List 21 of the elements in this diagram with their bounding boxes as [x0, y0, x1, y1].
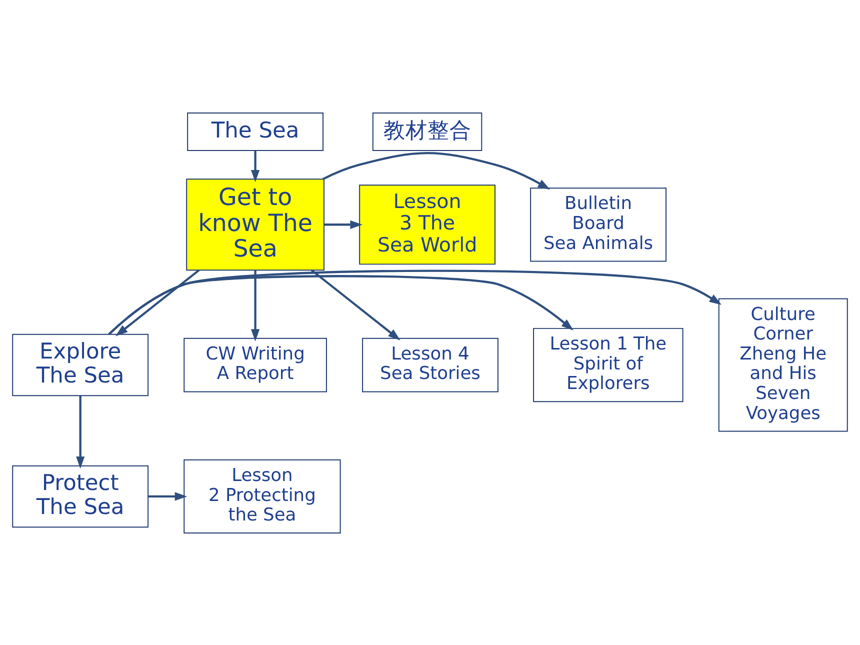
- node-box: 教材整合: [372, 112, 482, 150]
- node-box: Lesson 4 Sea Stories: [362, 337, 498, 392]
- node-box: Lesson 3 The Sea World: [359, 184, 496, 264]
- arrow: [148, 492, 188, 500]
- node-box: Culture Corner Zheng He and His Seven Voyages: [718, 298, 848, 432]
- node-box: Lesson 2 Protecting the Sea: [184, 458, 341, 534]
- node-box: Protect The Sea: [12, 464, 149, 528]
- node-box: Explore The Sea: [12, 333, 149, 396]
- arrow: [76, 395, 85, 468]
- arrow: [251, 150, 260, 182]
- arrow: [251, 270, 260, 341]
- node-box: Lesson 1 The Spirit of Explorers: [533, 327, 684, 402]
- node-box: Bulletin Board Sea Animals: [530, 187, 666, 262]
- arrow: [108, 269, 722, 335]
- arrow: [310, 268, 400, 340]
- node-box: Get to know The Sea: [186, 178, 324, 270]
- arrow: [324, 220, 362, 228]
- arrow: [322, 152, 550, 190]
- node-box: CW Writing A Report: [184, 337, 327, 392]
- arrow: [115, 268, 200, 336]
- node-box: The Sea: [187, 112, 324, 150]
